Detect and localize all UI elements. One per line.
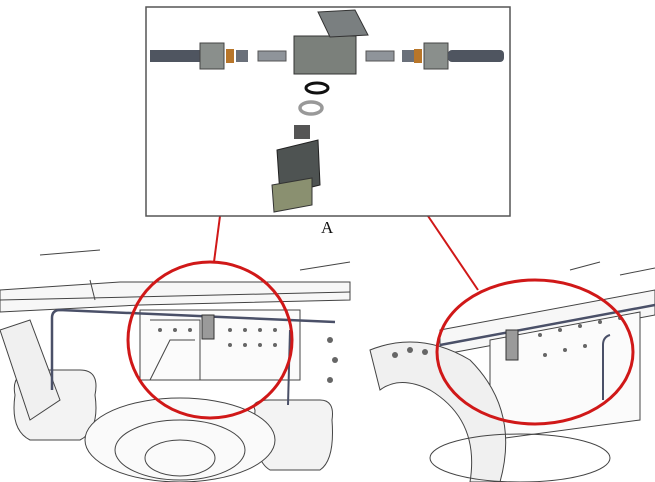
callout-circle-left (126, 260, 294, 420)
left-chassis-drawing (0, 249, 351, 482)
pipe-segment-left (150, 50, 202, 62)
nut-right (423, 42, 449, 70)
olive-left (226, 49, 234, 63)
air-pipe-left-drop (287, 329, 291, 406)
callout-line-right (427, 215, 479, 291)
air-pipe-right (439, 303, 655, 347)
detail-label: A (321, 218, 334, 237)
tee-body (293, 35, 357, 75)
pressure-sensor-left (201, 314, 215, 340)
nut-left (199, 42, 225, 70)
insert-left (257, 50, 287, 62)
wheel-right (429, 433, 611, 482)
sealing-washer (298, 100, 324, 116)
insert-right (365, 50, 395, 62)
pipe-segment-right (448, 50, 504, 62)
air-pipe-right-drop (602, 334, 611, 400)
callout-circle-right (435, 278, 635, 426)
o-ring (304, 81, 330, 95)
right-chassis-drawing (369, 261, 655, 482)
mounting-plate (317, 9, 369, 38)
callout-line-left (213, 215, 221, 263)
pressure-sensor (271, 125, 321, 213)
olive-right (414, 49, 422, 63)
pressure-sensor-right (505, 329, 519, 361)
air-pipe-left (50, 308, 336, 390)
detail-box-a (145, 6, 511, 217)
